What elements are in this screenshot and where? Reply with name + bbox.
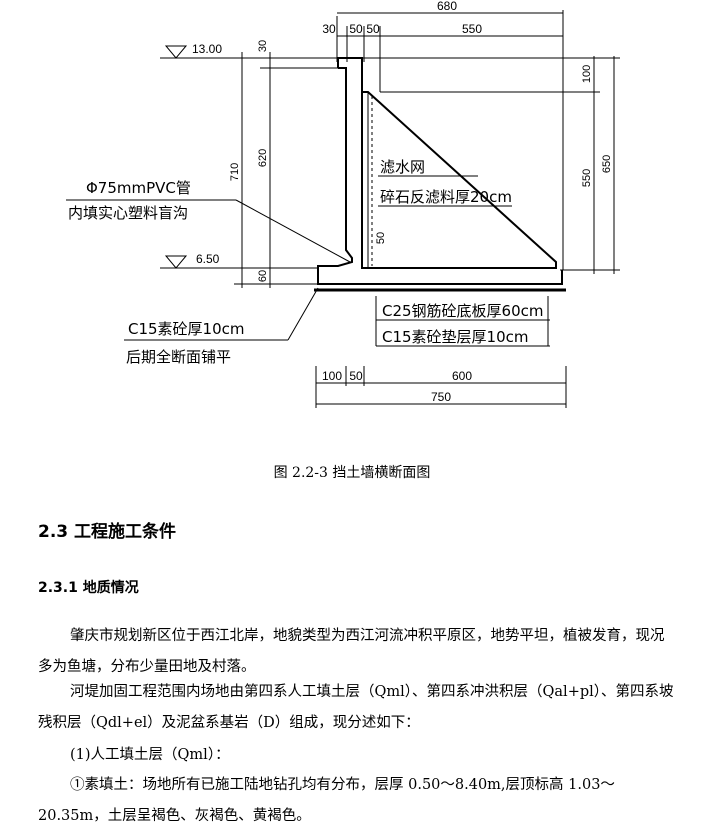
paragraph-text: ①素填土：场地所有已施工陆地钻孔均有分布，层厚 0.50～8.40m,层顶标高 …: [38, 777, 615, 824]
paragraph-plain-fill: ①素填土：场地所有已施工陆地钻孔均有分布，层厚 0.50～8.40m,层顶标高 …: [38, 770, 678, 832]
dim-bottom-50: 50: [349, 369, 363, 383]
dim-left-30: 30: [257, 40, 269, 52]
elevation-bottom-label: 6.50: [196, 252, 220, 266]
pvc-leader: [235, 199, 351, 263]
paragraph-text: 肇庆市规划新区位于西江北岸，地貌类型为西江河流冲积平原区，地势平坦，植被发育，现…: [38, 628, 665, 675]
c15-pad-label: C15素砼垫层厚10cm: [382, 328, 529, 346]
paragraph-strata: 河堤加固工程范围内场地由第四系人工填土层（Qml）、第四系冲洪积层（Qal+pl…: [38, 677, 678, 739]
section-heading: 2.3 工程施工条件: [38, 522, 177, 542]
c15-left-leader: [287, 287, 319, 341]
dim-top-50b: 50: [366, 22, 380, 36]
dim-right-550: 550: [581, 169, 593, 187]
c15-left-label: C15素砼厚10cm: [128, 320, 245, 338]
dim-top-50a: 50: [349, 22, 363, 36]
paragraph-fill-layer-title: (1)人工填土层（Qml）：: [38, 740, 678, 771]
paragraph-text: (1)人工填土层（Qml）：: [70, 747, 230, 763]
paragraph-text: 河堤加固工程范围内场地由第四系人工填土层（Qml）、第四系冲洪积层（Qal+pl…: [38, 684, 674, 731]
dim-bottom-600: 600: [452, 369, 472, 383]
gravel-filter-label: 碎石反滤料厚20cm: [380, 188, 512, 206]
dim-bottom-100: 100: [322, 369, 342, 383]
filter-net-label: 滤水网: [380, 158, 425, 176]
retaining-wall-structure: [314, 57, 566, 292]
elevation-marker-top: [164, 45, 188, 59]
pvc-pipe-label: Φ75mmPVC管: [86, 179, 191, 197]
dim-right-100: 100: [581, 65, 593, 83]
dim-left-60: 60: [257, 270, 269, 282]
figure-caption: 图 2.2-3 挡土墙横断面图: [273, 465, 431, 481]
paragraph-landform: 肇庆市规划新区位于西江北岸，地貌类型为西江河流冲积平原区，地势平坦，植被发育，现…: [38, 621, 678, 683]
dim-inner-50: 50: [375, 232, 387, 244]
elevation-top-label: 13.00: [192, 42, 222, 56]
dim-top-550: 550: [462, 22, 482, 36]
dim-right-650: 650: [601, 155, 613, 173]
retaining-wall-cross-section-figure: 680 30 50 50 550 30 620 710 60 100 550 6…: [66, 0, 620, 408]
dim-bottom-750: 750: [431, 390, 451, 404]
dim-680: 680: [437, 0, 457, 13]
blind-ditch-label: 内填实心塑料盲沟: [68, 204, 188, 222]
elevation-marker-bottom: [164, 255, 188, 269]
paving-label: 后期全断面铺平: [126, 348, 231, 366]
subsection-heading: 2.3.1 地质情况: [38, 580, 139, 596]
dim-left-620: 620: [257, 149, 269, 167]
dim-left-710: 710: [229, 163, 241, 181]
dim-top-30: 30: [322, 22, 336, 36]
c25-slab-label: C25钢筋砼底板厚60cm: [382, 302, 544, 320]
